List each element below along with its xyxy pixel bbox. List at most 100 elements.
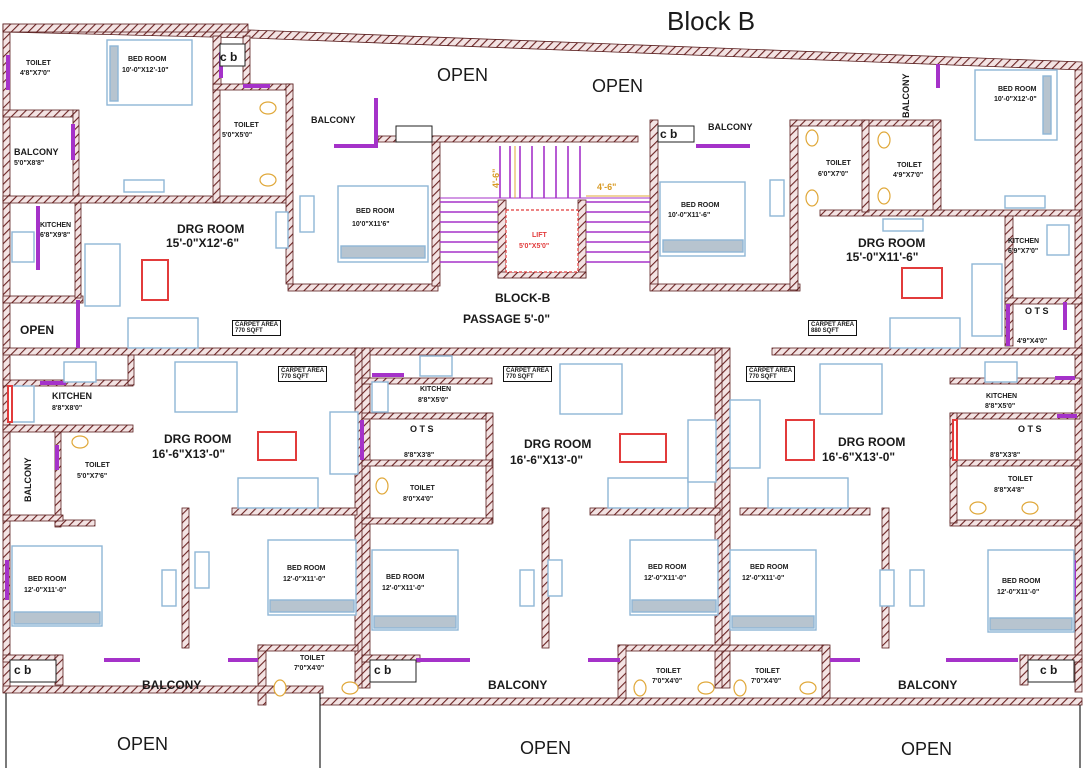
tr-kitchen: KITCHEN [1008, 238, 1040, 245]
br-ots-size: 8'8"X3'8" [990, 452, 1021, 459]
tr-toilet-b-size: 4'9"X7'0" [893, 172, 924, 179]
tr-toilet-a-size: 6'0"X7'0" [818, 171, 849, 178]
tr-cb: c b [660, 127, 678, 141]
open-label-bottom-1: OPEN [117, 734, 169, 754]
tl-toilet-a-size: 4'8"X7'0" [20, 70, 51, 77]
tr-ots-size: 4'9"X4'0" [1017, 338, 1048, 345]
bl-toilet2-size: 7'0"X4'0" [294, 665, 325, 672]
carpet-bm-label: CARPET AREA [506, 368, 550, 374]
lift-size: 5'0"X5'0" [519, 243, 550, 250]
br-toilet-size: 7'0"X4'0" [751, 678, 782, 685]
tr-bed-size: 10'-0"X11'-6" [668, 212, 711, 219]
bl-balcony-v: BALCONY [23, 457, 33, 503]
staircase [440, 146, 650, 263]
tr-toilet-b: TOILET [897, 162, 922, 169]
carpet-tr-label: CARPET AREA [811, 322, 855, 328]
tl-kitchen: KITCHEN [40, 222, 72, 229]
site-lines [5, 693, 1081, 768]
bl-toilet-size: 5'0"X7'6" [77, 473, 108, 480]
tr-drg: DRG ROOM [858, 236, 926, 250]
br-cb: c b [1040, 663, 1058, 677]
br-drg-size: 16'-6"X13'-0" [822, 450, 896, 464]
bl-bed-a-size: 12'-0"X11'-0" [24, 587, 67, 594]
carpet-tl-label: CARPET AREA [235, 322, 279, 328]
bm-bed-a-size: 12'-0"X11'-0" [382, 585, 425, 592]
bm-ots-size: 8'8"X3'8" [404, 452, 435, 459]
tl-toilet-b-size: 5'0"X5'0" [222, 132, 253, 139]
bm-kitchen: KITCHEN [420, 386, 452, 393]
br-bed-b-size: 12'-0"X11'-0" [997, 589, 1040, 596]
open-label-bottom-3: OPEN [901, 739, 953, 759]
tr-bed: BED ROOM [681, 202, 720, 209]
tr-bed2: BED ROOM [998, 86, 1037, 93]
tl-toilet-b: TOILET [234, 122, 259, 129]
bm-cb: c b [374, 663, 392, 677]
tr-ots: O T S [1025, 306, 1049, 316]
bl-balcony: BALCONY [142, 678, 202, 692]
dimension-lines [514, 146, 650, 198]
bm-toilet: TOILET [410, 485, 435, 492]
bl-bed-a: BED ROOM [28, 576, 67, 583]
bm-bed-b: BED ROOM [648, 564, 687, 571]
bm-bed-b-size: 12'-0"X11'-0" [644, 575, 687, 582]
furniture [11, 39, 1075, 633]
carpet-br-value: 770 SQFT [749, 374, 777, 380]
carpet-tr-value: 880 SQFT [811, 328, 839, 334]
br-kitchen: KITCHEN [986, 393, 1018, 400]
open-label-bottom-2: OPEN [520, 738, 572, 758]
block-title: Block B [667, 6, 756, 36]
tl-bed: BED ROOM [128, 56, 167, 63]
br-bed-a: BED ROOM [750, 564, 789, 571]
tl-bed2: BED ROOM [356, 208, 395, 215]
passage-label: PASSAGE 5'-0" [463, 312, 551, 326]
tl-kitchen-size: 6'8"X9'8" [40, 232, 71, 239]
bm-toilet-size: 8'0"X4'0" [403, 496, 434, 503]
carpet-bm-value: 770 SQFT [506, 374, 534, 380]
walls-bottom-mid [361, 377, 831, 706]
bm-toilet2: TOILET [656, 668, 681, 675]
br-drg: DRG ROOM [838, 435, 906, 449]
bl-kitchen-size: 8'8"X8'0" [52, 405, 83, 412]
br-balcony: BALCONY [898, 678, 958, 692]
bm-drg-size: 16'-6"X13'-0" [510, 453, 584, 467]
tr-balcony-v: BALCONY [901, 73, 911, 119]
carpet-tl-value: 770 SQFT [235, 328, 263, 334]
tr-balcony: BALCONY [708, 122, 753, 132]
bl-drg-size: 16'-6"X13'-0" [152, 447, 226, 461]
tr-drg-size: 15'-0"X11'-6" [846, 250, 919, 264]
tl-balcony-b: BALCONY [311, 115, 356, 125]
br-kitchen-size: 8'8"X5'0" [985, 403, 1016, 410]
open-label-left: OPEN [20, 323, 55, 337]
open-label-top-2: OPEN [592, 76, 644, 96]
br-bed-b: BED ROOM [1002, 578, 1041, 585]
cupboards [9, 43, 1075, 683]
br-ots: O T S [1018, 424, 1042, 434]
bl-kitchen: KITCHEN [52, 391, 92, 401]
tl-bed-size: 10'-0"X12'-10" [122, 67, 169, 74]
stair-dim-v: 4'-6" [491, 168, 501, 188]
bm-balcony: BALCONY [488, 678, 548, 692]
tl-balcony-a: BALCONY [14, 147, 59, 157]
tl-balcony-a-size: 5'0"X8'8" [14, 160, 45, 167]
br-bed-a-size: 12'-0"X11'-0" [742, 575, 785, 582]
appliances [7, 259, 958, 463]
tl-bed2-size: 10'0"X11'6" [352, 221, 390, 228]
tr-bed2-size: 10'-0"X12'-0" [994, 96, 1037, 103]
br-toilet2: TOILET [1008, 476, 1033, 483]
open-label-top-1: OPEN [437, 65, 489, 85]
bm-bed-a: BED ROOM [386, 574, 425, 581]
bl-bed-b: BED ROOM [287, 565, 326, 572]
bl-drg: DRG ROOM [164, 432, 232, 446]
bm-kitchen-size: 8'8"X5'0" [418, 397, 449, 404]
block-label: BLOCK-B [495, 291, 551, 305]
tl-drg: DRG ROOM [177, 222, 245, 236]
walls-bottom-left [2, 354, 359, 706]
tr-kitchen-size: 6'9"X7'0" [1008, 248, 1039, 255]
carpet-br-label: CARPET AREA [749, 368, 793, 374]
tr-toilet-a: TOILET [826, 160, 851, 167]
